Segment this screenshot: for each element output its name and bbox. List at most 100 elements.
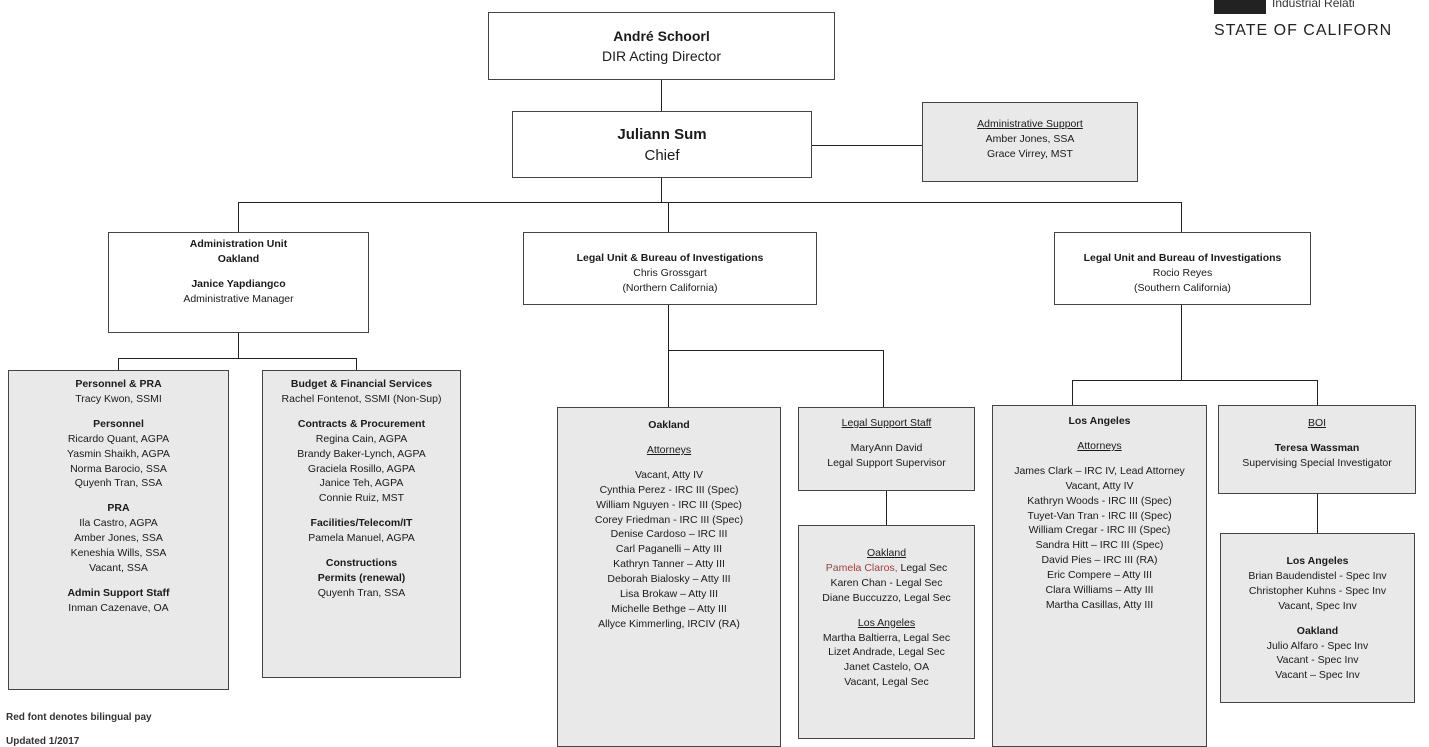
section-heading: Facilities/Telecom/IT — [310, 517, 413, 530]
legal-unit-south-heading: Legal Unit and Bureau of Investigations — [1083, 252, 1282, 264]
section-heading: Los Angeles — [857, 616, 916, 629]
legal-support-list-box: Oakland Pamela Claros, Legal Sec Karen C… — [798, 525, 975, 739]
legal-unit-north-box: Legal Unit & Bureau of Investigations Ch… — [523, 232, 817, 305]
connector — [668, 350, 669, 407]
section-heading: Oakland — [648, 419, 690, 431]
administrative-support-line: Grace Virrey, MST — [987, 147, 1073, 160]
connector — [1072, 380, 1073, 405]
staff-line: Norma Barocio, SSA — [70, 462, 167, 475]
staff-line: Quyenh Tran, SSA — [74, 477, 163, 490]
staff-line: Martha Baltierra, Legal Sec — [822, 631, 951, 644]
budget-financial-box: Budget & Financial Services Rachel Fonte… — [262, 370, 461, 678]
connector — [661, 178, 662, 202]
legal-unit-south-box: Legal Unit and Bureau of Investigations … — [1054, 232, 1311, 305]
connector — [668, 202, 669, 232]
administration-unit-title: Administration Unit — [189, 238, 288, 250]
staff-line: Corey Friedman - IRC III (Spec) — [594, 513, 744, 526]
staff-line: Deborah Bialosky – Atty III — [607, 573, 731, 586]
section-subheading: Attorneys — [1077, 439, 1122, 452]
staff-line: Karen Chan - Legal Sec — [830, 576, 943, 589]
staff-line: Lizet Andrade, Legal Sec — [828, 646, 945, 659]
bilingual-staff-name: Pamela Claros, — [825, 561, 898, 574]
staff-line: Vacant, Atty IV — [1065, 479, 1134, 492]
dir-logo: Industrial Relati STATE OF CALIFORN — [1214, 0, 1429, 60]
director-name: André Schoorl — [613, 28, 710, 44]
section-heading: PRA — [107, 502, 130, 515]
staff-line: Vacant, Atty IV — [634, 468, 704, 481]
connector — [238, 202, 239, 232]
staff-line: Martha Casillas, Atty III — [1045, 598, 1154, 611]
los-angeles-attorneys-box: Los Angeles Attorneys James Clark – IRC … — [992, 405, 1207, 747]
section-heading: Los Angeles — [1068, 415, 1131, 427]
section-subheading: Attorneys — [646, 443, 692, 456]
connector — [1181, 305, 1182, 381]
connector — [238, 333, 239, 358]
administration-unit-manager-title: Administrative Manager — [183, 292, 294, 305]
supervisor-name: MaryAnn David — [850, 441, 923, 454]
staff-line: Janet Castelo, OA — [843, 661, 930, 674]
staff-line: William Nguyen - IRC III (Spec) — [596, 498, 742, 511]
legal-support-staff-box: Legal Support Staff MaryAnn David Legal … — [798, 407, 975, 491]
staff-line: Janice Teh, AGPA — [319, 477, 404, 490]
administration-unit-location: Oakland — [217, 252, 260, 265]
staff-line: Vacant, Legal Sec — [844, 676, 929, 689]
staff-line: Diane Buccuzzo, Legal Sec — [822, 591, 951, 604]
staff-line: Christopher Kuhns - Spec Inv — [1248, 584, 1387, 597]
section-heading: Los Angeles — [1286, 555, 1349, 567]
staff-line: Kathryn Tanner – Atty III — [613, 558, 725, 571]
boi-investigators-box: Los Angeles Brian Baudendistel - Spec In… — [1220, 533, 1415, 703]
administrative-support-line: Amber Jones, SSA — [985, 132, 1075, 145]
staff-line: James Clark – IRC IV, Lead Attorney — [1014, 464, 1185, 477]
staff-line: Pamela Claros, Legal Sec — [799, 561, 974, 576]
staff-line: Yasmin Shaikh, AGPA — [67, 447, 170, 460]
personnel-pra-box: Personnel & PRA Tracy Kwon, SSMI Personn… — [8, 370, 229, 690]
connector — [668, 305, 669, 351]
logo-mark — [1214, 0, 1266, 14]
staff-line: Sandra Hitt – IRC III (Spec) — [1035, 539, 1164, 552]
staff-line: Allyce Kimmerling, IRCIV (RA) — [598, 617, 740, 630]
legal-unit-north-region: (Northern California) — [622, 281, 718, 294]
administrative-support-box: Administrative Support Amber Jones, SSA … — [922, 102, 1138, 182]
administration-unit-box: Administration Unit Oakland Janice Yapdi… — [108, 232, 369, 333]
staff-line: Vacant, Spec Inv — [1278, 599, 1357, 612]
connector — [661, 80, 662, 111]
staff-line: William Cregar - IRC III (Spec) — [1028, 524, 1171, 537]
director-box: André Schoorl DIR Acting Director — [488, 12, 835, 80]
oakland-attorneys-box: Oakland Attorneys Vacant, Atty IV Cynthi… — [557, 407, 781, 747]
director-title: DIR Acting Director — [601, 47, 722, 64]
footnote-bilingual: Red font denotes bilingual pay — [6, 712, 152, 723]
staff-line: Lisa Brokaw – Atty III — [619, 588, 719, 601]
staff-line: Kathryn Woods - IRC III (Spec) — [1027, 494, 1172, 507]
staff-line: Carl Paganelli – Atty III — [615, 543, 723, 556]
staff-line: Tracy Kwon, SSMI — [75, 392, 162, 405]
section-heading: Contracts & Procurement — [297, 417, 426, 430]
connector — [668, 350, 884, 351]
staff-line: Vacant – Spec Inv — [1275, 669, 1360, 682]
connector — [118, 358, 357, 359]
logo-org-text: Industrial Relati — [1272, 0, 1355, 10]
connector — [1072, 380, 1318, 381]
staff-line: Graciela Rosillo, AGPA — [307, 462, 416, 475]
connector — [1317, 380, 1318, 405]
administrative-support-heading: Administrative Support — [977, 118, 1083, 130]
legal-unit-north-name: Chris Grossgart — [633, 266, 707, 279]
staff-line: Denise Cardoso – IRC III — [610, 528, 728, 541]
connector — [886, 491, 887, 525]
staff-line: Vacant, SSA — [89, 561, 148, 574]
connector — [238, 202, 1182, 203]
staff-line: Tuyet-Van Tran - IRC III (Spec) — [1027, 509, 1172, 522]
chief-box: Juliann Sum Chief — [512, 111, 812, 178]
connector — [1181, 202, 1182, 232]
supervisor-name: Teresa Wassman — [1274, 441, 1360, 454]
staff-line: Inman Cazenave, OA — [68, 601, 169, 614]
section-heading: Legal Support Staff — [841, 417, 932, 429]
connector — [356, 358, 357, 370]
boi-box: BOI Teresa Wassman Supervising Special I… — [1218, 405, 1416, 494]
section-heading: Oakland — [866, 547, 907, 559]
section-heading: Personnel & PRA — [75, 378, 162, 390]
staff-line: Clara Williams – Atty III — [1045, 584, 1154, 597]
staff-line: Michelle Bethge – Atty III — [611, 602, 727, 615]
staff-line: Rachel Fontenot, SSMI (Non-Sup) — [281, 392, 442, 405]
logo-state-text: STATE OF CALIFORN — [1214, 22, 1393, 39]
chief-name: Juliann Sum — [617, 126, 707, 143]
